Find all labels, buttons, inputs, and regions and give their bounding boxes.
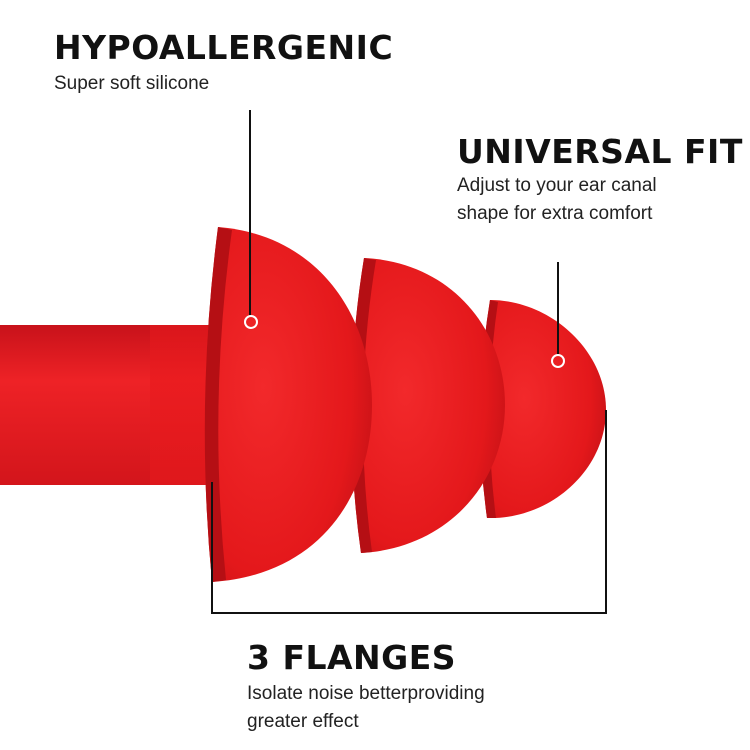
hypoallergenic-description: Super soft silicone — [54, 70, 209, 98]
universal-fit-description: Adjust to your ear canal shape for extra… — [457, 172, 657, 228]
universal-fit-heading: UNIVERSAL FIT — [457, 132, 743, 171]
hypoallergenic-description-line: Super soft silicone — [54, 73, 210, 94]
universal-fit-description-line: Adjust to your ear canal — [457, 175, 657, 196]
flange-large — [204, 227, 372, 582]
universal-fit-description-line: shape for extra comfort — [457, 203, 653, 224]
callout-dot-universal-fit — [551, 354, 565, 368]
flanges-description: Isolate noise betterproviding greater ef… — [247, 680, 485, 736]
flange-span-bracket — [211, 410, 607, 614]
flanges-heading: 3 FLANGES — [247, 638, 457, 677]
flanges-description-line: Isolate noise betterproviding — [247, 683, 485, 704]
hypoallergenic-heading: HYPOALLERGENIC — [54, 28, 394, 67]
callout-dot-hypoallergenic — [244, 315, 258, 329]
flange-medium — [351, 258, 505, 553]
flanges-description-line: greater effect — [247, 711, 359, 732]
flange-small — [480, 300, 606, 519]
